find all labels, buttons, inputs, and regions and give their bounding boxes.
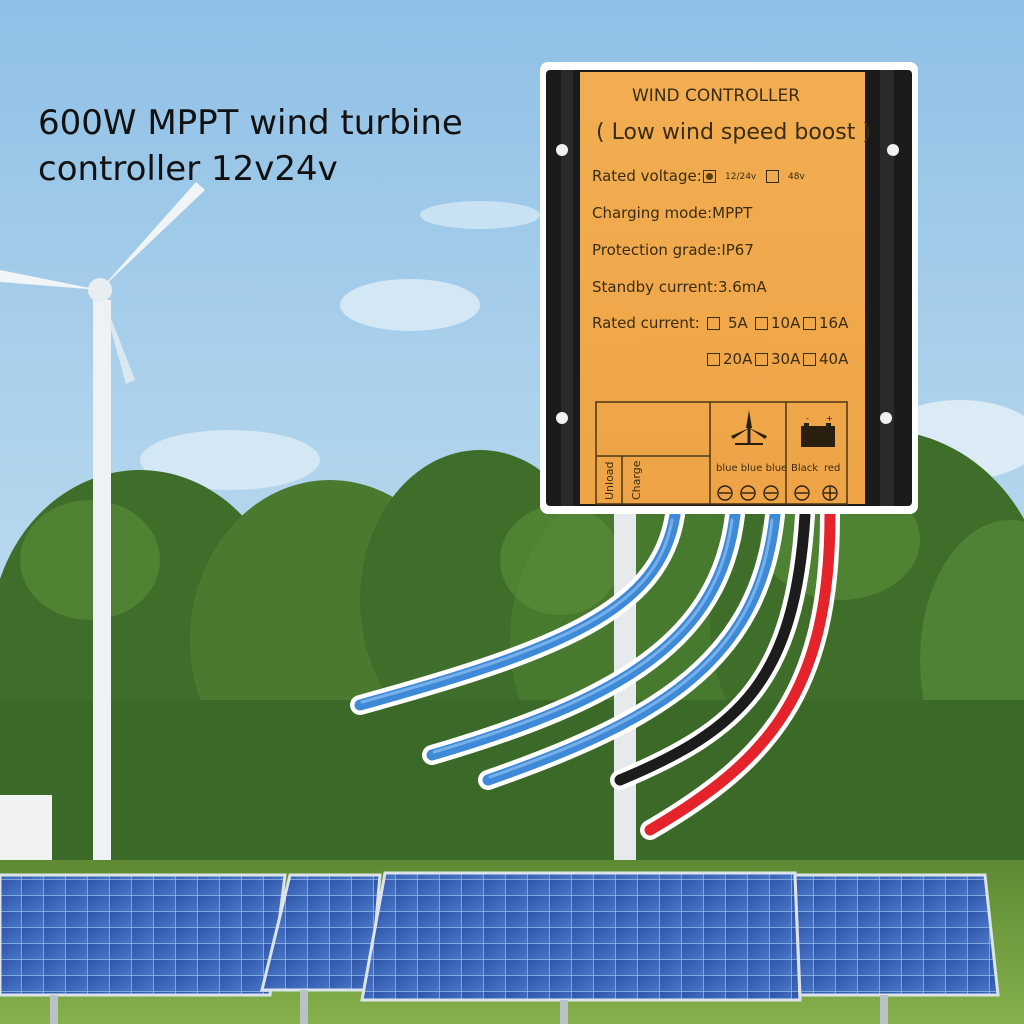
- svg-text:+: +: [826, 414, 833, 423]
- current-30a-checkbox: [755, 353, 768, 366]
- minus-terminal-icon: [794, 485, 810, 501]
- wire-label-black: Black: [791, 463, 819, 474]
- current-option-5a: 5A: [728, 314, 748, 332]
- svg-text:-: -: [806, 414, 809, 423]
- current-option-16a: 16A: [819, 314, 849, 332]
- plus-terminal-icon: [822, 485, 838, 501]
- current-16a-checkbox: [803, 317, 816, 330]
- wind-turbine-icon: [731, 410, 767, 445]
- rated-current-label: Rated current:: [592, 314, 700, 332]
- current-40a-checkbox: [803, 353, 816, 366]
- voltage-option-48: 48v: [788, 172, 805, 182]
- protection-grade: Protection grade:IP67: [592, 241, 754, 259]
- wire-labels-turbine: blue blue blue: [716, 463, 788, 474]
- current-10a-checkbox: [755, 317, 768, 330]
- terminal-charge-label: Charge: [630, 460, 643, 500]
- product-headline: 600W MPPT wind turbine controller 12v24v: [38, 100, 508, 192]
- controller-subtitle: ( Low wind speed boost ): [596, 120, 871, 145]
- headline-line-1: 600W MPPT wind turbine: [38, 103, 463, 143]
- current-option-30a: 30A: [771, 350, 801, 368]
- rated-voltage-label: Rated voltage:: [592, 167, 702, 185]
- battery-icon: - +: [801, 414, 835, 447]
- current-20a-checkbox: [707, 353, 720, 366]
- current-5a-checkbox: [707, 317, 720, 330]
- voltage-12-24-checkbox: [703, 170, 716, 183]
- wire-label-red: red: [824, 463, 841, 474]
- current-option-40a: 40A: [819, 350, 849, 368]
- voltage-48-checkbox: [766, 170, 779, 183]
- controller-title: WIND CONTROLLER: [632, 86, 801, 106]
- current-option-20a: 20A: [723, 350, 753, 368]
- voltage-option-12-24: 12/24v: [725, 172, 757, 182]
- standby-current: Standby current:3.6mA: [592, 278, 767, 296]
- terminal-unload-label: Unload: [603, 461, 616, 500]
- terminal-screws: [717, 485, 838, 501]
- headline-line-2: controller 12v24v: [38, 149, 338, 189]
- charging-mode: Charging mode:MPPT: [592, 204, 753, 222]
- current-option-10a: 10A: [771, 314, 801, 332]
